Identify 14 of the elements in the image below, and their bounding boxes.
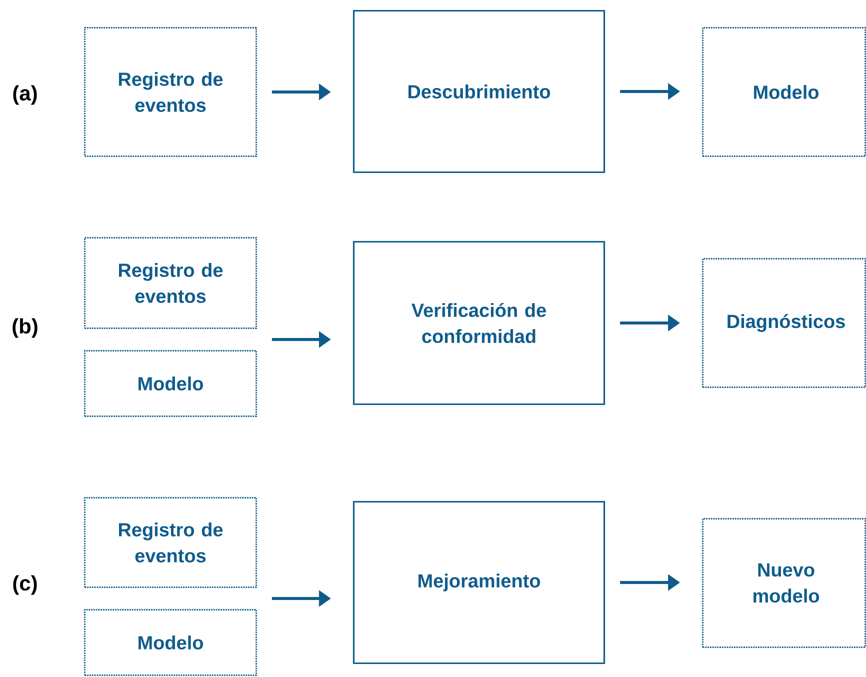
process-box: Modelo [702,27,866,157]
row-label: (c) [13,575,37,595]
process-box: Mejoramiento [352,500,606,664]
process-box: Nuevo modelo [702,518,866,648]
row-label: (b) [12,318,38,338]
process-box: Registro de eventos [84,27,257,157]
process-box: Verificación de conformidad [352,240,606,406]
process-box: Modelo [84,609,257,676]
process-box: Modelo [84,350,257,417]
row-label: (a) [13,85,37,105]
process-box: Registro de eventos [84,237,257,329]
process-box: Diagnósticos [702,258,866,388]
process-box: Registro de eventos [84,497,257,588]
process-box: Descubrimiento [352,10,606,174]
